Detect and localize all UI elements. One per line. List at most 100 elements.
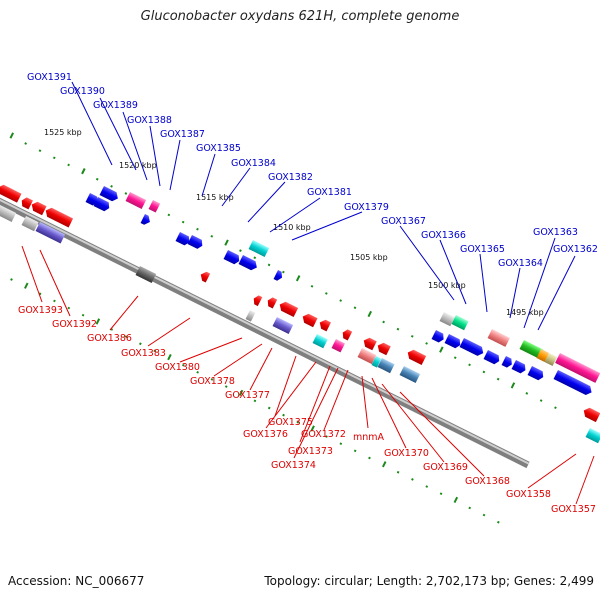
gene-GOX1373[interactable] — [331, 339, 345, 353]
scale-outer-tick — [196, 227, 199, 231]
gene-GOX1379[interactable] — [273, 270, 285, 282]
gene-GOX1377[interactable] — [272, 317, 294, 334]
gene-GOX1366b[interactable] — [431, 330, 446, 344]
label-GOX1393: GOX1393 — [18, 305, 63, 316]
scale-outer-tick — [382, 320, 385, 324]
gene-GOX1385[interactable] — [175, 232, 192, 247]
label-GOX1383: GOX1383 — [121, 348, 166, 359]
label-GOX1368: GOX1368 — [465, 476, 510, 487]
scale-inner-tick — [310, 425, 315, 432]
scale-outer-tick — [353, 306, 357, 310]
gene-GOX1380b[interactable] — [266, 296, 278, 309]
gene-mnmA[interactable] — [362, 336, 377, 351]
gene-GOX1382[interactable] — [223, 250, 242, 266]
gene-GOX1392b[interactable] — [44, 206, 74, 228]
gene-GOX1364[interactable] — [487, 329, 510, 347]
scale-inner-tick — [124, 335, 128, 338]
scale-inner-tick — [267, 406, 271, 410]
gene-GOX1383[interactable] — [199, 270, 211, 283]
label-GOX1387: GOX1387 — [160, 129, 205, 140]
label-GOX1369: GOX1369 — [423, 462, 468, 473]
gene-GOX1365b[interactable] — [459, 338, 486, 358]
gene-GOX1380[interactable] — [252, 294, 263, 307]
gene-GOX1392[interactable] — [30, 200, 47, 216]
gene-GOX1390[interactable] — [85, 193, 100, 207]
label-GOX1372: GOX1372 — [301, 429, 346, 440]
gene-GOX1392c[interactable] — [21, 216, 39, 232]
gene-GOX1393c[interactable] — [0, 205, 17, 222]
gene-GOX1367[interactable] — [439, 312, 455, 327]
scale-outer-tick — [24, 142, 27, 145]
gene-GOX1369[interactable] — [399, 366, 421, 383]
gene-GOX1363d[interactable] — [544, 353, 558, 366]
gene-GOX1363[interactable] — [501, 356, 515, 369]
scale-outer-tick — [525, 392, 529, 395]
scale-outer-tick — [367, 310, 372, 318]
plus-strand-labels: GOX1391 GOX1390 GOX1389 GOX1388 GOX1387 … — [27, 72, 598, 269]
gene-GOX1390b[interactable] — [93, 197, 112, 213]
scale-inner-tick — [468, 506, 472, 510]
gene-GOX1362d[interactable] — [553, 370, 594, 397]
scale-inner-tick — [453, 496, 459, 504]
gene-GOX1392d[interactable] — [35, 222, 66, 244]
gene-GOX1370[interactable] — [371, 356, 382, 368]
gene-GOX1391[interactable] — [99, 186, 121, 203]
minus-strand-genes[interactable] — [0, 183, 600, 444]
label-GOX1385: GOX1385 — [196, 143, 241, 154]
label-GOX1389: GOX1389 — [93, 100, 138, 111]
gene-mnmAb[interactable] — [376, 341, 391, 356]
gene-GOX1376[interactable] — [312, 334, 328, 349]
gene-GOX1357[interactable] — [585, 428, 600, 444]
scale-outer-tick — [181, 220, 185, 224]
scale-outer-tick — [52, 156, 56, 160]
scale-inner-tick — [153, 349, 157, 353]
gene-GOX1378b[interactable] — [245, 310, 256, 322]
gene-GOX1368[interactable] — [406, 348, 427, 365]
scale-label-1515: 1515 kbp — [196, 193, 234, 202]
gene-GOX1358[interactable] — [582, 406, 600, 423]
minus-strand-labels: GOX1393 GOX1392 GOX1386 GOX1383 GOX1380 … — [18, 305, 596, 515]
gene-GOX1386[interactable] — [135, 266, 157, 283]
gene-GOX1363b[interactable] — [519, 340, 544, 359]
gene-GOX1372b[interactable] — [357, 348, 377, 365]
gene-GOX1375[interactable] — [301, 312, 318, 328]
scale-outer-tick — [496, 377, 500, 381]
gene-GOX1364b[interactable] — [483, 350, 502, 366]
gene-GOX1362b[interactable] — [511, 360, 528, 375]
gene-GOX1384[interactable] — [187, 235, 205, 250]
scale-outer-tick — [224, 239, 229, 246]
gene-GOX1393[interactable] — [0, 183, 22, 203]
scale-outer-tick — [295, 275, 301, 282]
gene-GOX1378[interactable] — [278, 300, 299, 317]
gene-GOX1381[interactable] — [248, 240, 270, 257]
minus-strand-leaders — [21, 245, 595, 505]
plus-strand-genes[interactable] — [85, 186, 600, 397]
scale-outer-tick — [110, 185, 113, 188]
scale-inner-tick — [339, 442, 343, 446]
label-GOX1362: GOX1362 — [553, 244, 598, 255]
label-GOX1391: GOX1391 — [27, 72, 72, 83]
scale-inner-tick — [81, 313, 85, 317]
gene-GOX1363c[interactable] — [536, 349, 550, 362]
gene-GOX1366[interactable] — [451, 315, 469, 331]
scale-outer-tick — [253, 256, 257, 260]
scale-outer-tick — [67, 163, 70, 167]
genome-map[interactable]: 1525 kbp 1520 kbp 1515 kbp 1510 kbp 1505… — [0, 0, 600, 570]
gene-GOX1393b[interactable] — [20, 196, 33, 210]
gene-GOX1389[interactable] — [125, 192, 147, 209]
gene-GOX1362c[interactable] — [527, 366, 546, 382]
gene-GOX1388[interactable] — [148, 200, 161, 213]
label-GOX1363: GOX1363 — [533, 227, 578, 238]
scale-outer-tick — [539, 399, 543, 402]
gene-GOX1381b[interactable] — [238, 255, 260, 272]
gene-GOX1362[interactable] — [555, 353, 600, 383]
gene-GOX1387[interactable] — [140, 214, 153, 227]
label-GOX1381: GOX1381 — [307, 187, 352, 198]
gene-GOX1370b[interactable] — [377, 358, 395, 374]
gene-GOX1365[interactable] — [444, 334, 463, 350]
genome-backbone — [0, 149, 530, 469]
gene-GOX1375b[interactable] — [318, 318, 331, 332]
label-GOX1378: GOX1378 — [190, 376, 235, 387]
gene-GOX1372[interactable] — [341, 328, 353, 341]
map-title: Gluconobacter oxydans 621H, complete gen… — [140, 9, 460, 24]
